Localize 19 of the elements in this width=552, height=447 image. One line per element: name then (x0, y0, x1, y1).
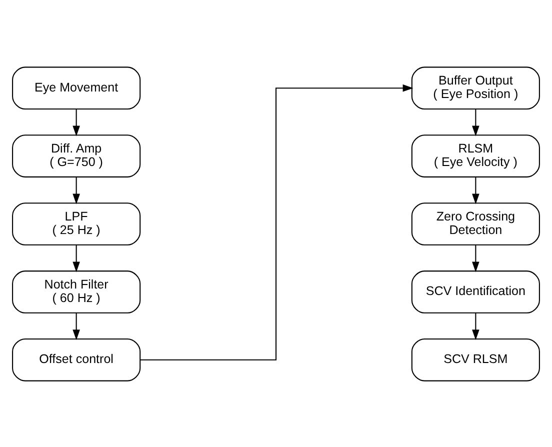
node-box: RLSM ( Eye Velocity ) (411, 134, 540, 177)
arrow (72, 108, 80, 136)
arrow (72, 312, 80, 340)
arrow (472, 108, 480, 136)
node-box: Eye Movement (12, 66, 141, 110)
arrow (140, 84, 414, 360)
arrow (472, 176, 480, 204)
arrow (72, 244, 80, 272)
node-box: Diff. Amp ( G=750 ) (12, 134, 141, 177)
node-box: Offset control (12, 338, 141, 381)
arrow (72, 176, 80, 204)
node-box: Zero Crossing Detection (411, 202, 540, 245)
arrow (472, 244, 480, 272)
node-box: LPF ( 25 Hz ) (12, 202, 141, 245)
node-box: Buffer Output ( Eye Position ) (411, 66, 540, 110)
node-box: SCV RLSM (411, 338, 540, 381)
node-box: Notch Filter ( 60 Hz ) (12, 270, 141, 313)
node-box: SCV Identification (411, 270, 540, 313)
arrow (472, 312, 480, 340)
